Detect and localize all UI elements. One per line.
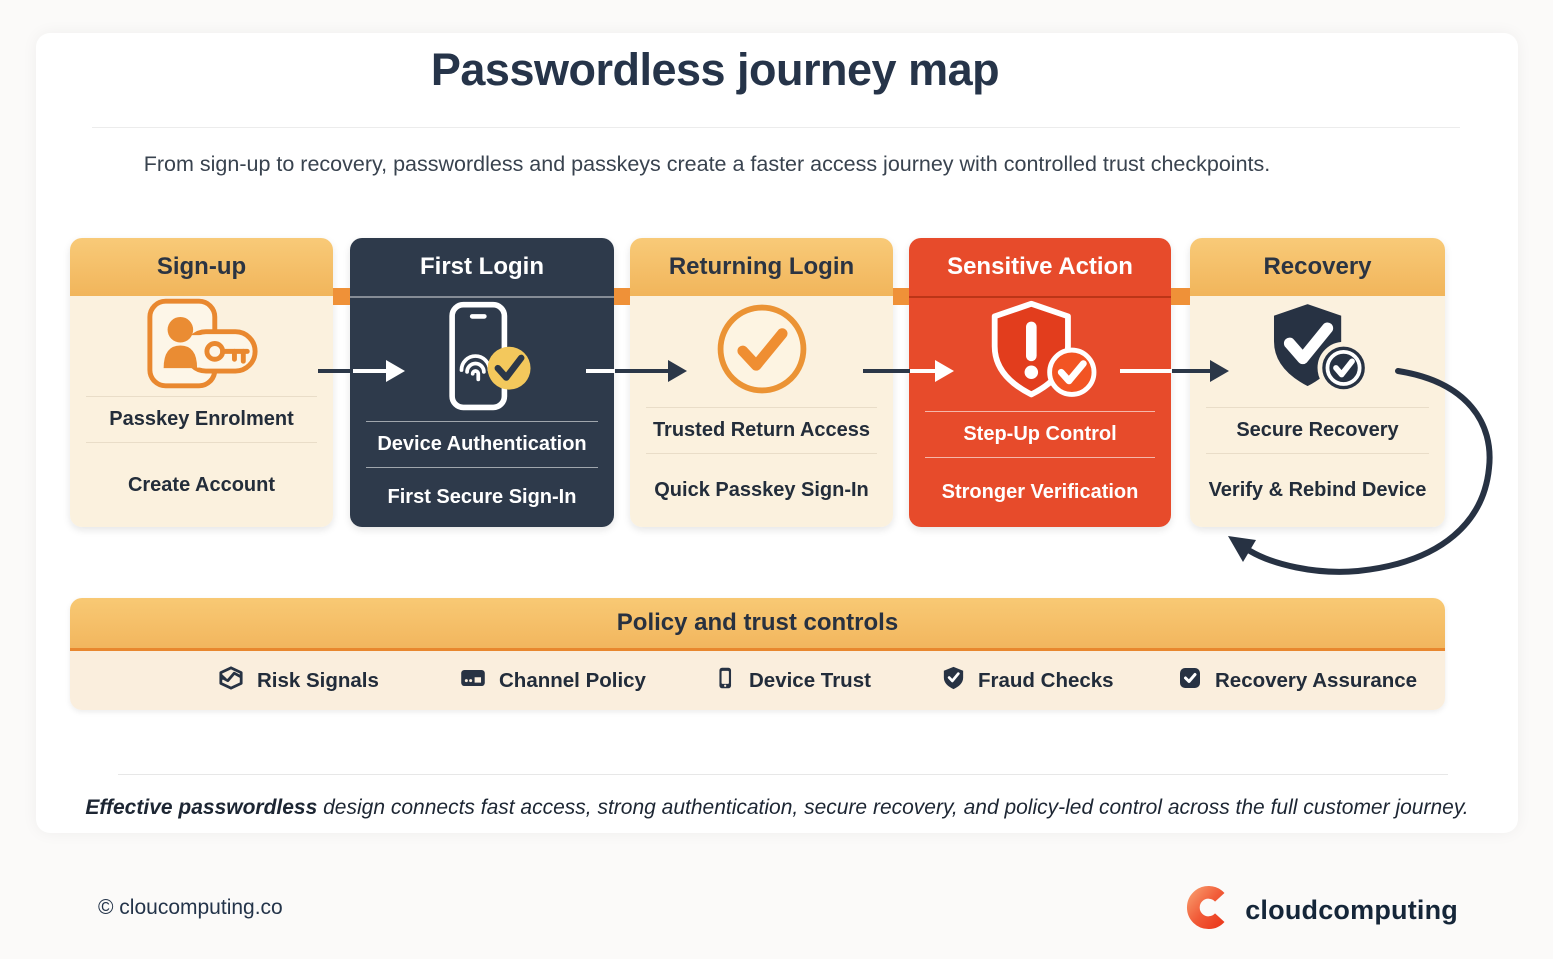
- policy-item-label: Channel Policy: [499, 668, 646, 692]
- stage-title: Sign-up: [70, 238, 333, 296]
- policy-item-label: Recovery Assurance: [1215, 668, 1418, 692]
- stage-line1: Trusted Return Access: [652, 419, 871, 441]
- stage-line2: Verify & Rebind Device: [1208, 479, 1427, 501]
- card-divider: [925, 457, 1155, 458]
- card-divider: [86, 442, 317, 443]
- user-key-icon: [143, 296, 261, 396]
- stage-line1: Device Authentication: [377, 433, 587, 455]
- footer-note-strong: Effective passwordless: [85, 796, 318, 819]
- card-divider: [646, 407, 877, 408]
- stage-card-sensitive-action: Sensitive Action Step-Up Control Stronge…: [909, 238, 1171, 527]
- stage-title: Sensitive Action: [909, 238, 1171, 298]
- card-divider: [86, 396, 317, 397]
- device-trust-icon: [712, 664, 738, 698]
- footer-divider: [118, 774, 1448, 775]
- stage-connector: [614, 288, 630, 305]
- policy-item-label: Device Trust: [749, 668, 871, 692]
- copyright-text: © cloucomputing.co: [98, 896, 283, 919]
- stage-line2: Create Account: [127, 473, 276, 496]
- stage-line2: Stronger Verification: [941, 481, 1139, 503]
- brand-name: cloudcomputing: [1245, 894, 1458, 925]
- phone-fingerprint-icon: [426, 298, 538, 421]
- page-subtitle: From sign-up to recovery, passwordless a…: [143, 152, 1271, 176]
- shield-check-icon: [1258, 296, 1378, 407]
- stage-line2: Quick Passkey Sign-In: [654, 479, 869, 501]
- footer-note-rest: design connects fast access, strong auth…: [317, 796, 1469, 819]
- policy-item-label: Fraud Checks: [978, 668, 1114, 692]
- stage-card-returning-login: Returning Login Trusted Return Access Qu…: [630, 238, 893, 527]
- policy-band: Policy and trust controls Risk Signals: [70, 598, 1445, 710]
- page-title: Passwordless journey map: [430, 44, 1000, 95]
- stage-line2: First Secure Sign-In: [387, 486, 577, 508]
- stage-line1: Step-Up Control: [963, 423, 1117, 445]
- stage-title: Recovery: [1190, 238, 1445, 296]
- policy-item-risk-signals: Risk Signals: [216, 663, 379, 699]
- fraud-checks-icon: [940, 664, 967, 698]
- card-divider: [925, 411, 1155, 412]
- stage-connector: [1171, 288, 1190, 305]
- stage-card-recovery: Recovery Secure Recovery Verify & Rebind…: [1190, 238, 1445, 527]
- footer-note: Effective passwordless design connects f…: [36, 796, 1518, 820]
- stage-card-first-login: First Login Device Authentication First …: [350, 238, 614, 527]
- stage-title: Returning Login: [630, 238, 893, 296]
- stage-card-sign-up: Sign-up Passkey Enrolment Create Accou: [70, 238, 333, 527]
- policy-item-channel-policy: Channel Policy: [458, 663, 646, 699]
- check-circle-icon: [709, 296, 815, 407]
- policy-item-fraud-checks: Fraud Checks: [940, 664, 1114, 698]
- shield-alert-icon: [979, 298, 1101, 411]
- title-divider: [92, 127, 1460, 128]
- recovery-assurance-icon: [1176, 664, 1204, 698]
- card-divider: [646, 453, 877, 454]
- stage-connector: [333, 288, 350, 305]
- stage-line1: Passkey Enrolment: [109, 408, 294, 430]
- stage-title: First Login: [350, 238, 614, 298]
- stage-connector: [893, 288, 909, 305]
- risk-signals-icon: [216, 663, 246, 699]
- stage-line1: Secure Recovery: [1236, 419, 1399, 441]
- card-divider: [366, 421, 598, 422]
- brand-c-icon: [1185, 884, 1232, 936]
- policy-item-recovery-assurance: Recovery Assurance: [1176, 664, 1417, 698]
- card-divider: [366, 467, 598, 468]
- channel-policy-icon: [458, 663, 488, 699]
- policy-item-device-trust: Device Trust: [712, 664, 871, 698]
- brand-logo: cloudcomputing: [1185, 884, 1458, 936]
- policy-title: Policy and trust controls: [70, 598, 1445, 651]
- policy-item-label: Risk Signals: [257, 668, 379, 692]
